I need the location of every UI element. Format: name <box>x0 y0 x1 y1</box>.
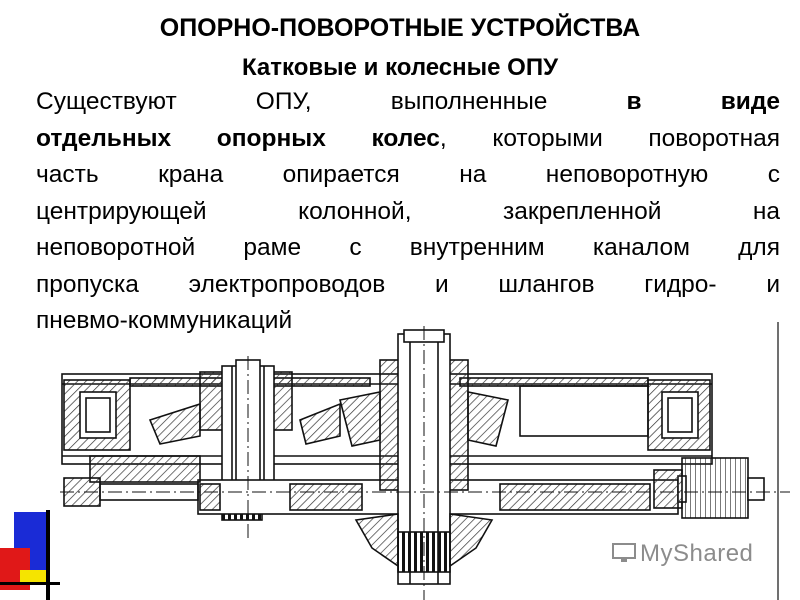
slewing-bearing-drawing <box>60 322 790 600</box>
deco-yellow-block <box>20 570 48 584</box>
paragraph-line-7: пневмо-коммуникаций <box>36 303 780 340</box>
paragraph-line-3: часть крана опирается на неповоротную с <box>36 157 780 194</box>
paragraph-text: , которыми поворотная <box>439 124 780 152</box>
slide-title: ОПОРНО-ПОВОРОТНЫЕ УСТРОЙСТВА <box>159 14 641 42</box>
paragraph-text: неповоротной раме с внутренним каналом д… <box>36 234 780 261</box>
paragraph-line-4: центрирующей колонной, закрепленной на <box>36 194 780 231</box>
body-paragraph: Существуют ОПУ, выполненные в виде отдел… <box>36 84 780 340</box>
paragraph-line-5: неповоротной раме с внутренним каналом д… <box>36 230 780 267</box>
watermark-text: MyShared <box>640 540 753 568</box>
paragraph-line-1: Существуют ОПУ, выполненные в виде <box>36 84 780 121</box>
paragraph-line-2: отдельных опорных колес, которыми поворо… <box>36 121 780 158</box>
paragraph-text: часть крана опирается на неповоротную с <box>36 161 780 188</box>
paragraph-text: центрирующей колонной, закрепленной на <box>36 197 780 225</box>
slide-subtitle: Катковые и колесные ОПУ <box>241 54 558 81</box>
paragraph-text: Существуют ОПУ, выполненные <box>36 88 627 115</box>
deco-black-hline <box>0 582 60 585</box>
paragraph-text: пропуска электропроводов и шлангов гидро… <box>36 270 780 298</box>
paragraph-bold-text: отдельных опорных колес <box>36 124 440 152</box>
paragraph-text: пневмо-коммуникаций <box>36 307 293 334</box>
watermark-label: MyShared <box>640 540 754 567</box>
watermark-icon <box>612 543 636 562</box>
paragraph-bold-text: в виде <box>626 88 780 115</box>
deco-black-line <box>46 510 50 600</box>
paragraph-line-6: пропуска электропроводов и шлангов гидро… <box>36 267 780 304</box>
